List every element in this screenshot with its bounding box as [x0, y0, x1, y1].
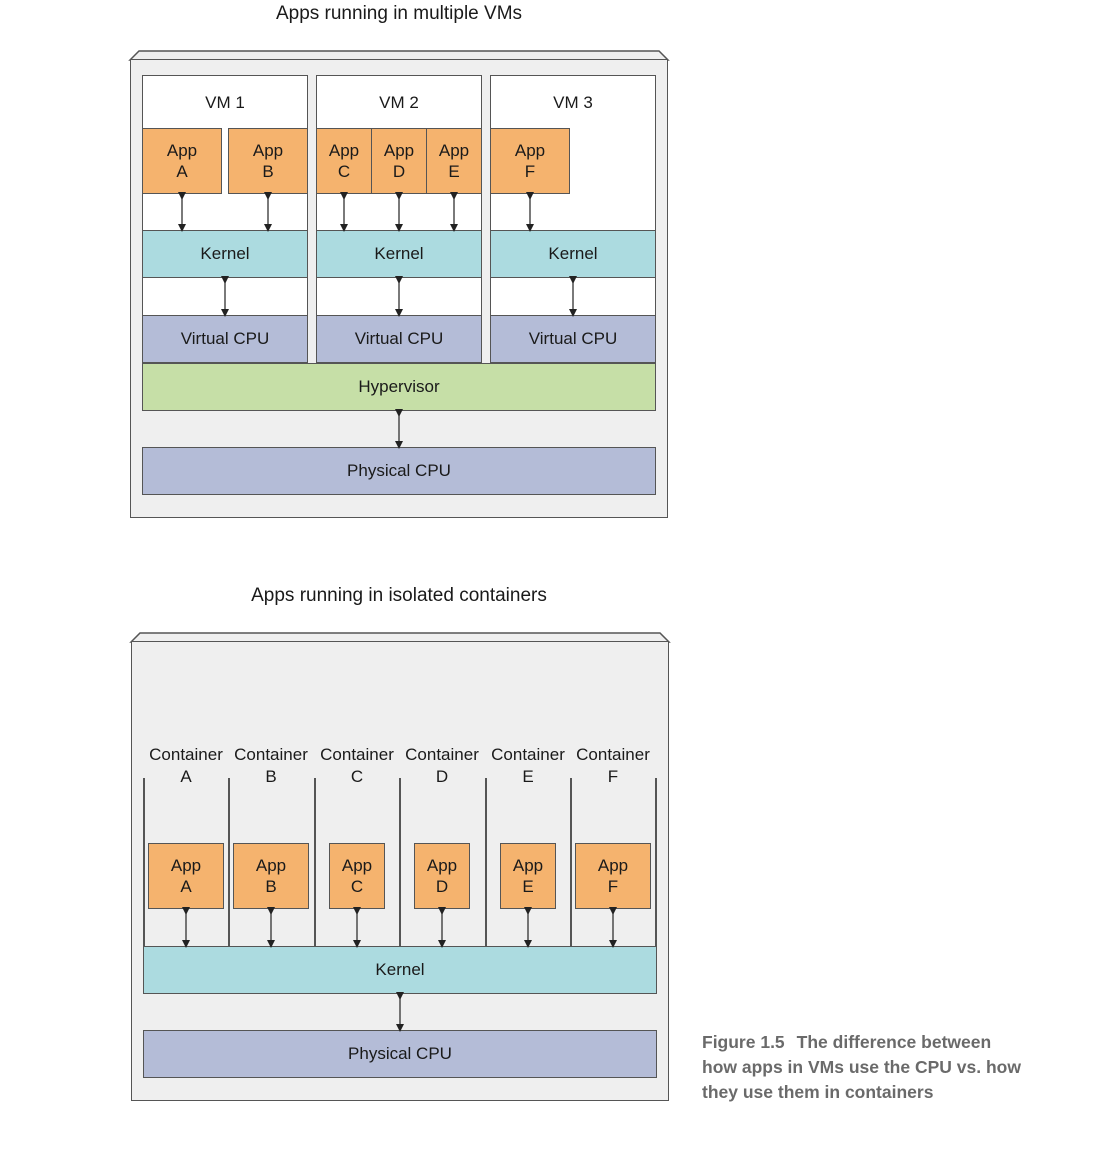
vm-1-kernel: Kernel — [142, 230, 308, 278]
vm-2-virtual-cpu: Virtual CPU — [316, 315, 482, 363]
app-line1: App — [512, 856, 544, 875]
container-line2: D — [435, 767, 449, 786]
app-line1: App — [328, 141, 360, 160]
app-line2: F — [524, 162, 536, 181]
container-e-label: Container E — [485, 744, 571, 788]
container-line2: C — [350, 767, 364, 786]
app-line1: App — [597, 856, 629, 875]
container-line2: E — [522, 767, 534, 786]
container-divider — [143, 778, 145, 946]
container-line1: Container — [576, 745, 650, 764]
app-line2: C — [337, 162, 351, 181]
caption-line-3: they use them in containers — [702, 1082, 934, 1102]
container-app-b: App B — [233, 843, 309, 909]
app-line2: C — [350, 877, 364, 896]
app-line1: App — [383, 141, 415, 160]
container-arrows — [182, 907, 617, 1032]
vm-2-label: VM 2 — [379, 93, 419, 112]
container-app-c: App C — [329, 843, 385, 909]
app-line2: E — [522, 877, 534, 896]
vm-2-app-d: App D — [371, 128, 427, 194]
container-line2: A — [180, 767, 192, 786]
app-line1: App — [514, 141, 546, 160]
container-line1: Container — [234, 745, 308, 764]
vm-2-app-c: App C — [316, 128, 372, 194]
container-line1: Container — [405, 745, 479, 764]
container-line2: B — [265, 767, 277, 786]
container-f-label: Container F — [570, 744, 656, 788]
container-c-label: Container C — [314, 744, 400, 788]
vm-1-app-b: App B — [228, 128, 308, 194]
app-line1: App — [166, 141, 198, 160]
container-line1: Container — [491, 745, 565, 764]
container-line1: Container — [320, 745, 394, 764]
container-divider — [314, 778, 316, 946]
container-divider — [570, 778, 572, 946]
caption-line-1: Figure 1.5 The difference between — [702, 1030, 1102, 1055]
container-app-e: App E — [500, 843, 556, 909]
app-line2: D — [392, 162, 406, 181]
caption-text-1: The difference between — [796, 1032, 992, 1052]
container-divider — [655, 778, 657, 946]
vm-3-kernel: Kernel — [490, 230, 656, 278]
app-line1: App — [341, 856, 373, 875]
container-physical-cpu-bar: Physical CPU — [143, 1030, 657, 1078]
app-line2: A — [176, 162, 188, 181]
figure-number: Figure 1.5 — [702, 1032, 785, 1052]
app-line2: B — [265, 877, 277, 896]
caption-line-2: how apps in VMs use the CPU vs. how — [702, 1057, 1021, 1077]
vm-1-label: VM 1 — [205, 93, 245, 112]
app-line2: D — [435, 877, 449, 896]
hypervisor-bar: Hypervisor — [142, 363, 656, 411]
container-a-label: Container A — [143, 744, 229, 788]
vm-arrows — [178, 192, 577, 449]
figure-caption: Figure 1.5 The difference between how app… — [702, 1030, 1102, 1105]
vm-1-app-a: App A — [142, 128, 222, 194]
container-app-d: App D — [414, 843, 470, 909]
app-line1: App — [252, 141, 284, 160]
app-line1: App — [255, 856, 287, 875]
container-divider — [228, 778, 230, 946]
app-line2: F — [607, 877, 619, 896]
container-app-f: App F — [575, 843, 651, 909]
vm-3-label: VM 3 — [553, 93, 593, 112]
app-line2: A — [180, 877, 192, 896]
container-divider — [485, 778, 487, 946]
app-line1: App — [438, 141, 470, 160]
vm-2-app-e: App E — [426, 128, 482, 194]
vm-diagram-title: Apps running in multiple VMs — [275, 3, 523, 24]
app-line2: E — [448, 162, 460, 181]
app-line2: B — [262, 162, 274, 181]
container-d-label: Container D — [399, 744, 485, 788]
app-line1: App — [426, 856, 458, 875]
container-b-label: Container B — [228, 744, 314, 788]
container-app-a: App A — [148, 843, 224, 909]
container-divider — [399, 778, 401, 946]
container-line2: F — [607, 767, 619, 786]
container-line1: Container — [149, 745, 223, 764]
container-diagram-title: Apps running in isolated containers — [251, 585, 547, 606]
app-line1: App — [170, 856, 202, 875]
